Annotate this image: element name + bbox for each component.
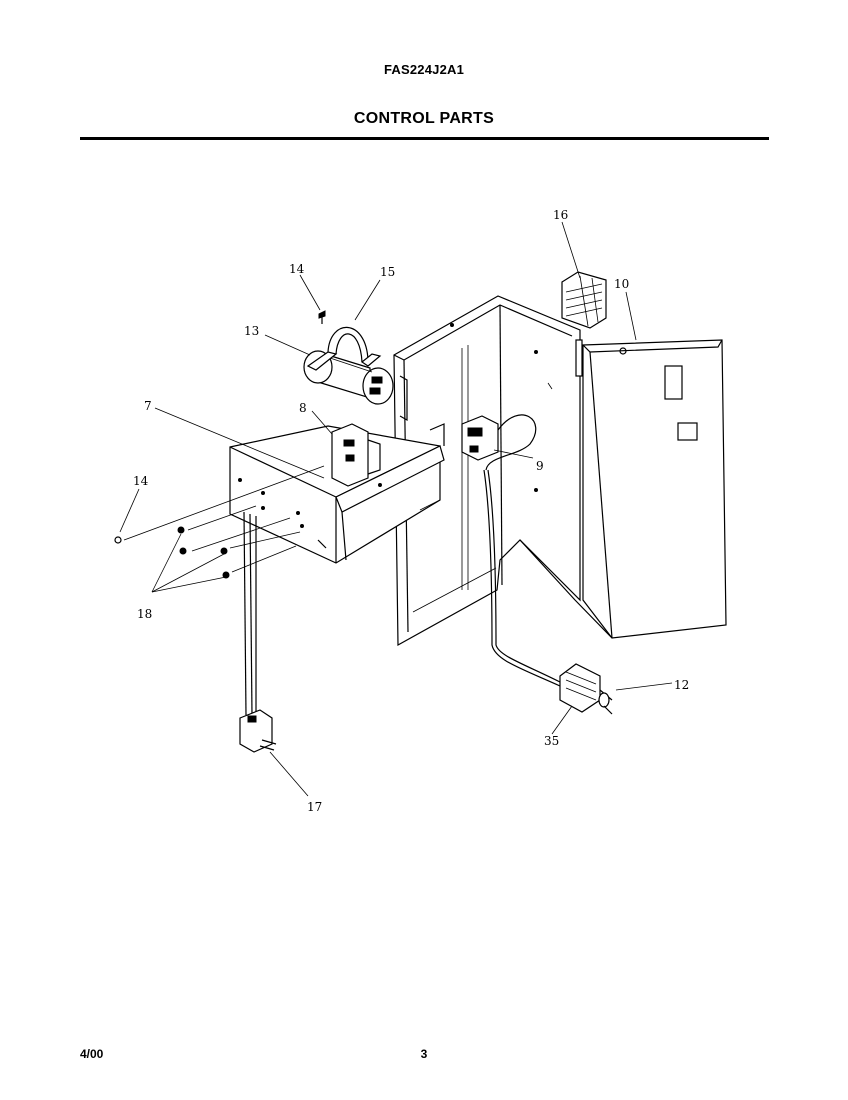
leader-lines [119,221,673,797]
model-number: FAS224J2A1 [383,62,465,77]
control-housing [393,295,613,647]
callout-35: 35 [544,734,559,748]
page-number: 3 [420,1047,428,1061]
callout-17: 17 [307,800,322,814]
sensor-clip-part-12 [598,692,613,715]
callout-7: 7 [144,399,152,413]
footer-date: 4/00 [80,1047,104,1061]
callout-12: 12 [674,678,689,692]
relay-part-8 [331,423,381,487]
screw-part-14-left [114,536,122,544]
terminal-block-part-16 [561,271,607,329]
callout-10: 10 [614,277,629,291]
power-cord-part-17 [239,511,277,753]
section-title: CONTROL PARTS [353,110,495,127]
callout-8: 8 [299,401,307,415]
callout-9: 9 [536,459,544,473]
callout-16: 16 [553,208,568,222]
capacitor-part-13 [303,350,394,405]
screw-part-14-top [318,310,326,324]
callout-14-left: 14 [133,474,149,488]
capacitor-strap-part-15 [306,326,382,371]
callout-labels: 16 10 14 15 13 7 8 9 14 18 12 35 17 [133,208,689,814]
header-rule [80,137,769,140]
cabinet-panel-part-10 [582,339,727,639]
callout-13: 13 [244,324,259,338]
sensor-wire [483,469,561,687]
control-bracket-part-7 [229,423,445,564]
thermostat-part-9 [461,414,537,471]
callout-15: 15 [380,265,395,279]
screws-part-18 [177,526,230,579]
callout-18: 18 [137,607,152,621]
callout-14-top: 14 [289,262,305,276]
